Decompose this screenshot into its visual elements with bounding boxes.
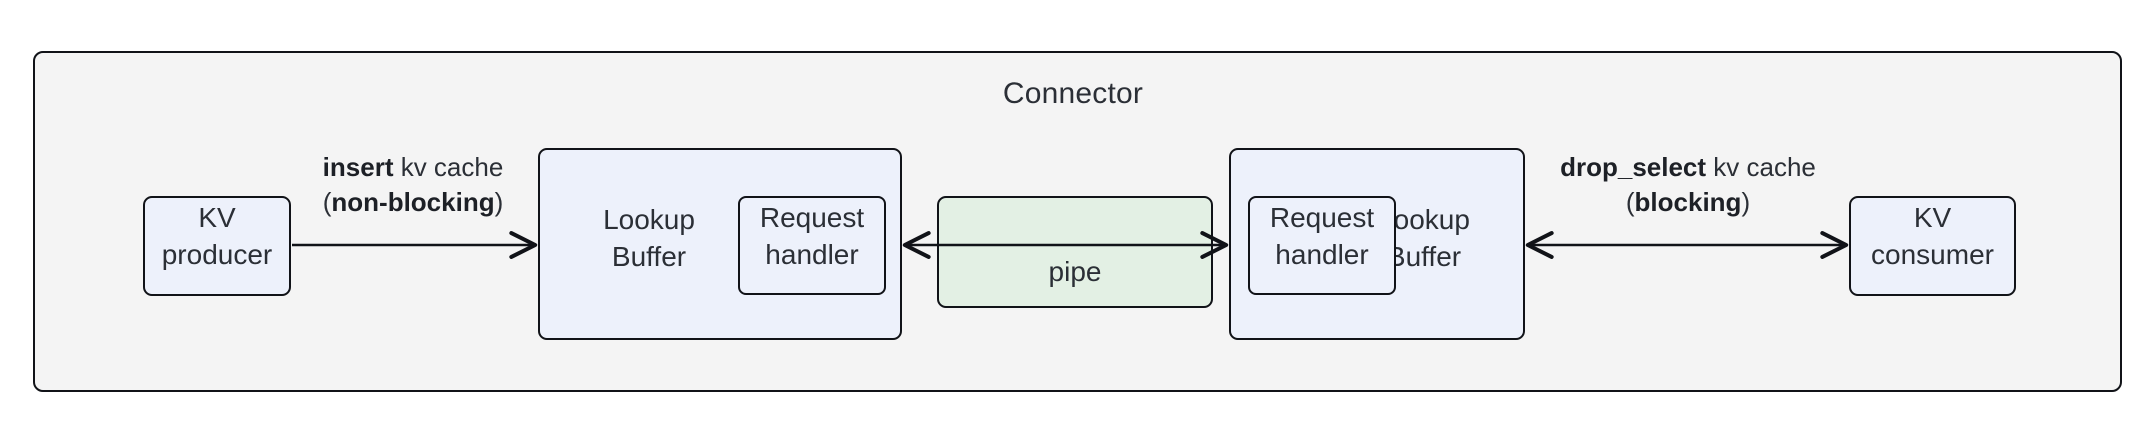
drop-select-edge-line2: (blocking) bbox=[1513, 185, 1863, 220]
connector-title: Connector bbox=[1002, 77, 1144, 110]
insert-paren-close: ) bbox=[494, 186, 504, 217]
kv-producer-label: KV producer bbox=[161, 202, 273, 270]
lookup-buffer-producer-node[interactable] bbox=[538, 148, 902, 340]
drop-select-paren-open: ( bbox=[1625, 186, 1635, 217]
request-handler-consumer-node[interactable] bbox=[1248, 196, 1396, 295]
insert-object: kv cache bbox=[393, 152, 504, 182]
insert-mode: non-blocking bbox=[331, 186, 495, 217]
kv-consumer-label: KV consumer bbox=[1871, 202, 1994, 270]
drop-select-mode: blocking bbox=[1634, 186, 1742, 217]
insert-edge-line1: insert kv cache bbox=[268, 150, 558, 185]
request-handler-consumer-label: Request handler bbox=[1269, 202, 1375, 270]
lookup-buffer-producer-label: Lookup Buffer bbox=[603, 204, 695, 272]
request-handler-producer-label: Request handler bbox=[759, 202, 865, 270]
request-handler-producer-node[interactable] bbox=[738, 196, 886, 295]
insert-edge-label: insert kv cache (non-blocking) bbox=[268, 150, 558, 219]
insert-paren-open: ( bbox=[322, 186, 332, 217]
pipe-node[interactable] bbox=[937, 196, 1213, 308]
drop-select-op: drop_select bbox=[1560, 152, 1707, 182]
kv-producer-node[interactable] bbox=[143, 196, 291, 296]
drop-select-edge-label: drop_select kv cache (blocking) bbox=[1513, 150, 1863, 219]
insert-edge-line2: (non-blocking) bbox=[268, 185, 558, 220]
insert-op: insert bbox=[322, 152, 394, 182]
drop-select-paren-close: ) bbox=[1741, 186, 1751, 217]
drop-select-object: kv cache bbox=[1706, 152, 1816, 182]
kv-consumer-node[interactable] bbox=[1849, 196, 2016, 296]
pipe-label: pipe bbox=[1048, 256, 1102, 287]
drop-select-edge-line1: drop_select kv cache bbox=[1513, 150, 1863, 185]
